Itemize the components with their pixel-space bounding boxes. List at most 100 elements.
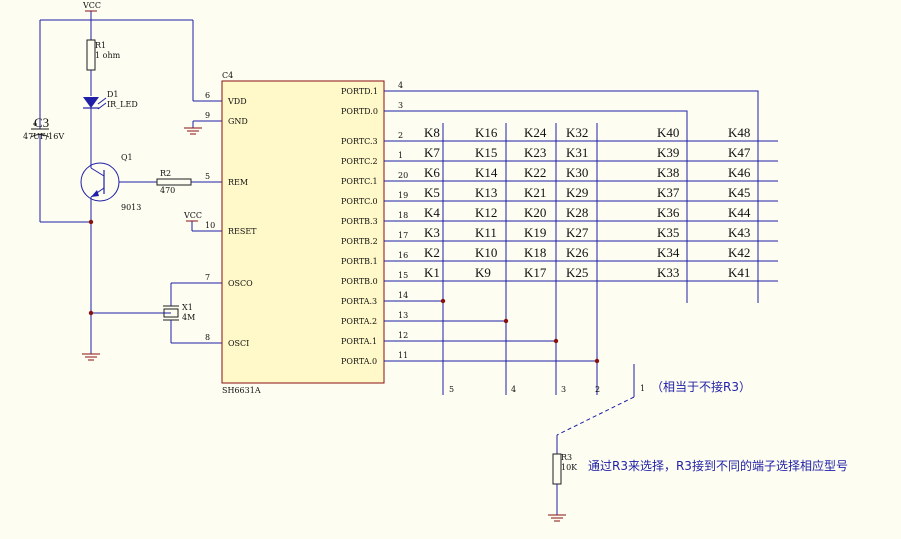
d1-ref: D1: [107, 90, 119, 99]
key-label: K29: [566, 185, 588, 200]
key-label: K38: [657, 165, 679, 180]
r2-ref: R2: [160, 169, 171, 178]
key-label: K28: [566, 205, 588, 220]
select-terminal-label: 5: [449, 385, 454, 394]
d1-value: IR_LED: [107, 100, 138, 109]
q1-value: 9013: [121, 203, 141, 212]
ic-pin-name: GND: [228, 117, 248, 126]
select-terminal-label: 2: [595, 385, 600, 394]
key-label: K1: [424, 265, 440, 280]
key-label: K21: [524, 185, 546, 200]
key-label: K11: [475, 225, 497, 240]
key-label: K46: [728, 165, 751, 180]
ic-pin-number: 9: [205, 111, 210, 120]
key-label: K19: [524, 225, 546, 240]
ic-pin-name: PORTC.1: [341, 177, 378, 186]
key-label: K16: [475, 125, 498, 140]
key-label: K2: [424, 245, 440, 260]
key-label: K3: [424, 225, 440, 240]
key-label: K36: [657, 205, 680, 220]
key-label: K31: [566, 145, 588, 160]
ic-pin-name: OSCO: [228, 279, 253, 288]
vcc-label-reset: VCC: [183, 211, 202, 220]
key-label: K23: [524, 145, 546, 160]
ic-pin-number: 12: [398, 331, 408, 340]
ic-pin-name: PORTD.0: [341, 107, 378, 116]
ic-pin-number: 11: [398, 351, 408, 360]
junction-dot: [88, 310, 94, 316]
ic-pin-name: PORTC.3: [341, 137, 378, 146]
ic-pin-name: VDD: [227, 97, 247, 106]
junction-dot: [594, 358, 600, 364]
key-label: K25: [566, 265, 588, 280]
ic-pin-number: 19: [398, 191, 408, 200]
capacitor-c3: C3 47UF/16V: [23, 20, 91, 223]
key-label: K47: [728, 145, 751, 160]
ic-pin-number: 1: [398, 151, 403, 160]
ground-left: [82, 353, 100, 361]
key-label: K48: [728, 125, 750, 140]
key-label: K14: [475, 165, 498, 180]
key-label: K8: [424, 125, 440, 140]
ic-pin-number: 7: [205, 273, 210, 282]
r3-ref: R3: [561, 453, 572, 462]
r1-ref: R1: [95, 41, 106, 50]
junction-dot: [553, 338, 559, 344]
c3-ref: C3: [34, 115, 49, 130]
key-label: K12: [475, 205, 497, 220]
ic-ref: C4: [222, 71, 233, 80]
key-label: K7: [424, 145, 440, 160]
ic-pin-number: 5: [205, 172, 210, 181]
key-label: K41: [728, 265, 750, 280]
ic-pin-number: 4: [398, 81, 403, 90]
x1-value: 4M: [182, 313, 195, 322]
key-label: K40: [657, 125, 679, 140]
ic-pin-name: PORTA.1: [341, 337, 377, 346]
ic-pin-name: RESET: [228, 227, 257, 236]
ic-pin-name: PORTB.0: [341, 277, 378, 286]
ic-pin-name: PORTB.2: [341, 237, 378, 246]
r3-value: 10K: [561, 463, 578, 472]
key-label: K13: [475, 185, 497, 200]
c3-value: 47UF/16V: [23, 132, 64, 141]
key-label: K34: [657, 245, 680, 260]
key-label: K27: [566, 225, 589, 240]
resistor-r3: R3 10K: [548, 364, 635, 522]
vcc-rail: VCC: [40, 1, 222, 102]
key-label: K33: [657, 265, 679, 280]
key-label: K15: [475, 145, 497, 160]
key-label: K44: [728, 205, 751, 220]
key-label: K39: [657, 145, 679, 160]
ic-pin-number: 16: [398, 251, 408, 260]
ic-pin-number: 20: [398, 171, 408, 180]
crystal-x1: X1 4M: [91, 282, 222, 344]
ic-pin-name: PORTA.3: [341, 297, 377, 306]
junction-dot: [440, 298, 446, 304]
ic-pin-name: PORTC.0: [341, 197, 378, 206]
ic-pin-number: 17: [398, 231, 408, 240]
ic-sh6631a: C4 SH6631A: [221, 71, 385, 395]
key-label: K9: [475, 265, 491, 280]
x1-ref: X1: [182, 303, 193, 312]
ic-pin-number: 2: [398, 131, 403, 140]
key-label: K43: [728, 225, 750, 240]
resistor-r2: R2 470: [119, 169, 222, 195]
select-terminal-label: 4: [511, 385, 516, 394]
ic-pin-name: PORTD.1: [341, 87, 378, 96]
key-label: K24: [524, 125, 547, 140]
junction-dot: [503, 318, 509, 324]
key-label: K10: [475, 245, 497, 260]
ic-pin-number: 15: [398, 271, 408, 280]
ic-pin-name: PORTA.2: [341, 317, 377, 326]
ic-pin-number: 6: [205, 91, 210, 100]
ic-pin-name: PORTA.0: [341, 357, 377, 366]
vcc-label-top: VCC: [82, 1, 101, 10]
transistor-q1: Q1 9013: [80, 153, 141, 354]
key-label: K37: [657, 185, 680, 200]
key-label: K30: [566, 165, 588, 180]
key-label: K22: [524, 165, 546, 180]
